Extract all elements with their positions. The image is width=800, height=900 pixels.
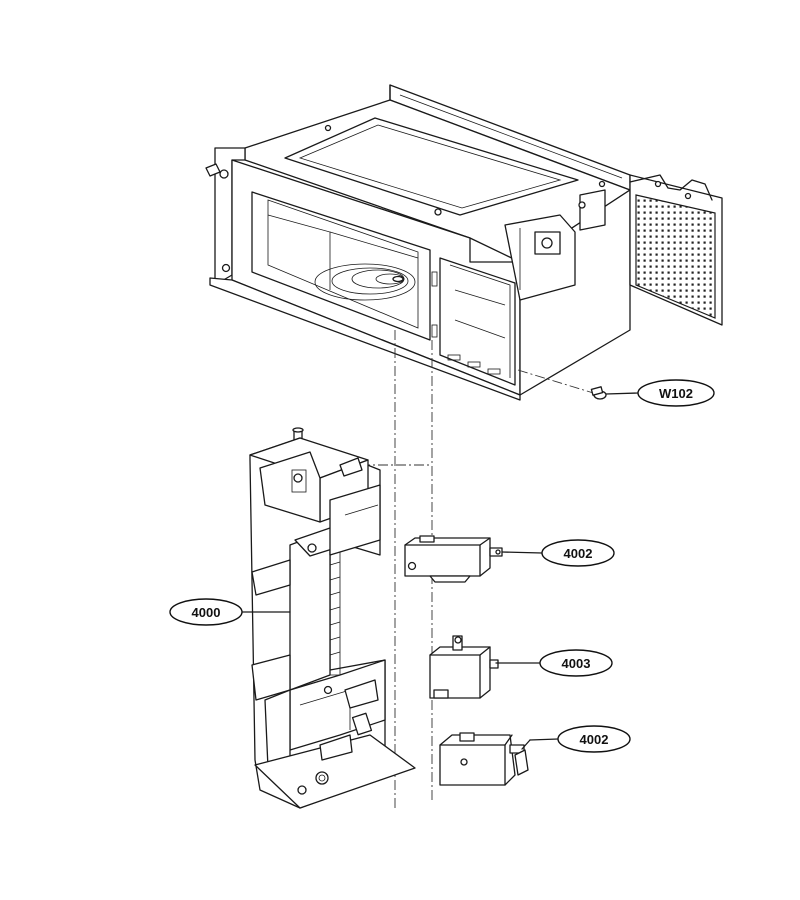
callout-label-4003: 4003 (562, 656, 591, 671)
micro-switch-4003 (429, 635, 541, 699)
micro-switch-4002-bottom (439, 732, 559, 786)
callout-label-w102: W102 (659, 386, 693, 401)
micro-switch-4002-top (404, 535, 543, 583)
latch-bracket-4000 (241, 427, 416, 809)
callout-4002-top: 4002 (541, 539, 615, 567)
callout-4003: 4003 (539, 649, 613, 677)
callout-label-4002-top: 4002 (564, 546, 593, 561)
callout-label-4002-bottom: 4002 (580, 732, 609, 747)
callout-label-4000: 4000 (192, 605, 221, 620)
screw-w102 (590, 386, 639, 400)
microwave-chassis (205, 84, 723, 401)
callout-4000: 4000 (169, 598, 243, 626)
callout-w102: W102 (637, 379, 715, 407)
callout-4002-bottom: 4002 (557, 725, 631, 753)
